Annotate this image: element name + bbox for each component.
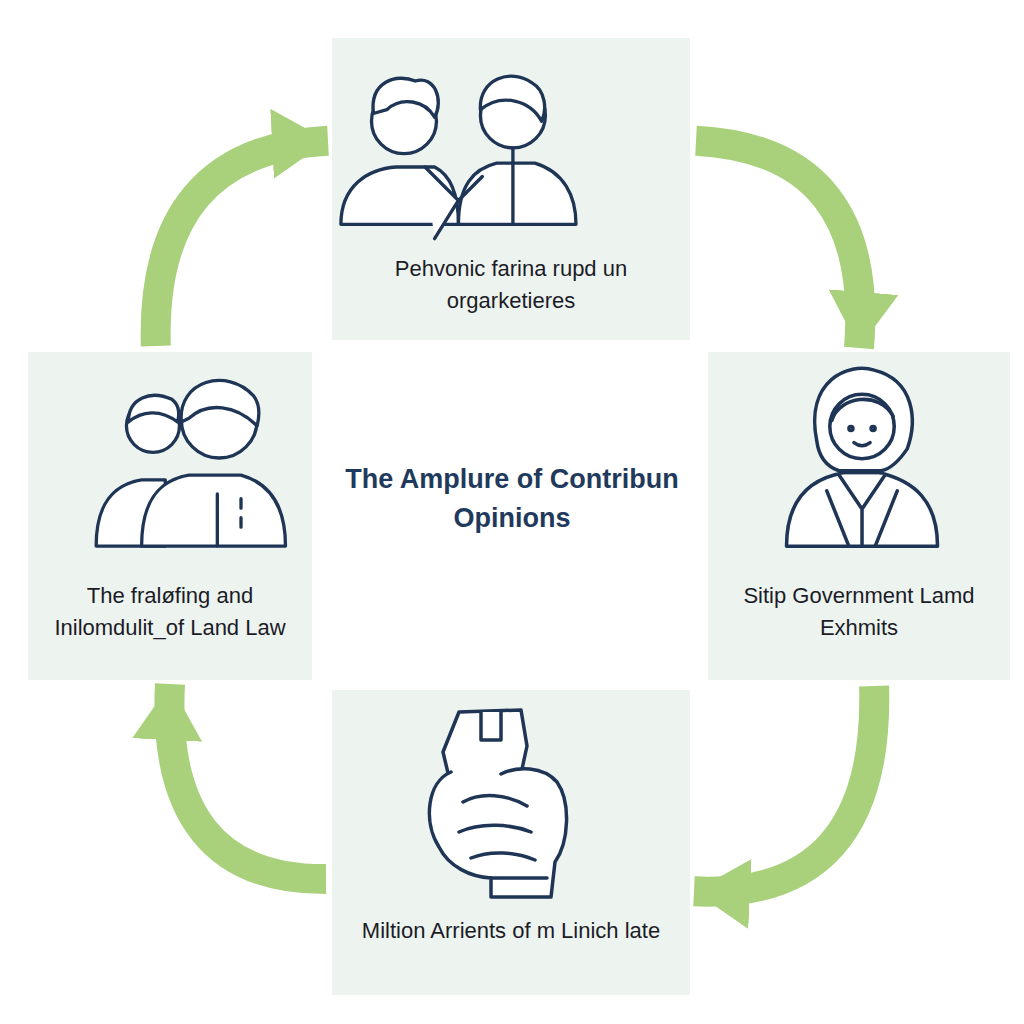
figure-icon bbox=[28, 352, 312, 580]
box-label: Miltion Arrients of m Linich late bbox=[332, 915, 690, 947]
figure-icon bbox=[332, 38, 690, 253]
cycle-arrow bbox=[694, 686, 874, 892]
center-title: The Amplure of Contribun Opinions bbox=[342, 460, 682, 538]
process-box: Pehvonic farina rupd un orgarketieres bbox=[332, 38, 690, 340]
process-box: Sitip Government Lamd Exhmits bbox=[708, 352, 1010, 680]
box-label: The fraløfing and Inilomdulit_of Land La… bbox=[28, 580, 312, 644]
figure-icon bbox=[708, 352, 1010, 580]
process-box: The fraløfing and Inilomdulit_of Land La… bbox=[28, 352, 312, 680]
process-box: Miltion Arrients of m Linich late bbox=[332, 690, 690, 995]
cycle-arrow bbox=[169, 684, 326, 879]
box-label: Pehvonic farina rupd un orgarketieres bbox=[332, 253, 690, 317]
cycle-arrow bbox=[696, 141, 860, 348]
figure-icon bbox=[332, 690, 690, 915]
box-label: Sitip Government Lamd Exhmits bbox=[708, 580, 1010, 644]
cycle-arrow bbox=[156, 141, 328, 346]
